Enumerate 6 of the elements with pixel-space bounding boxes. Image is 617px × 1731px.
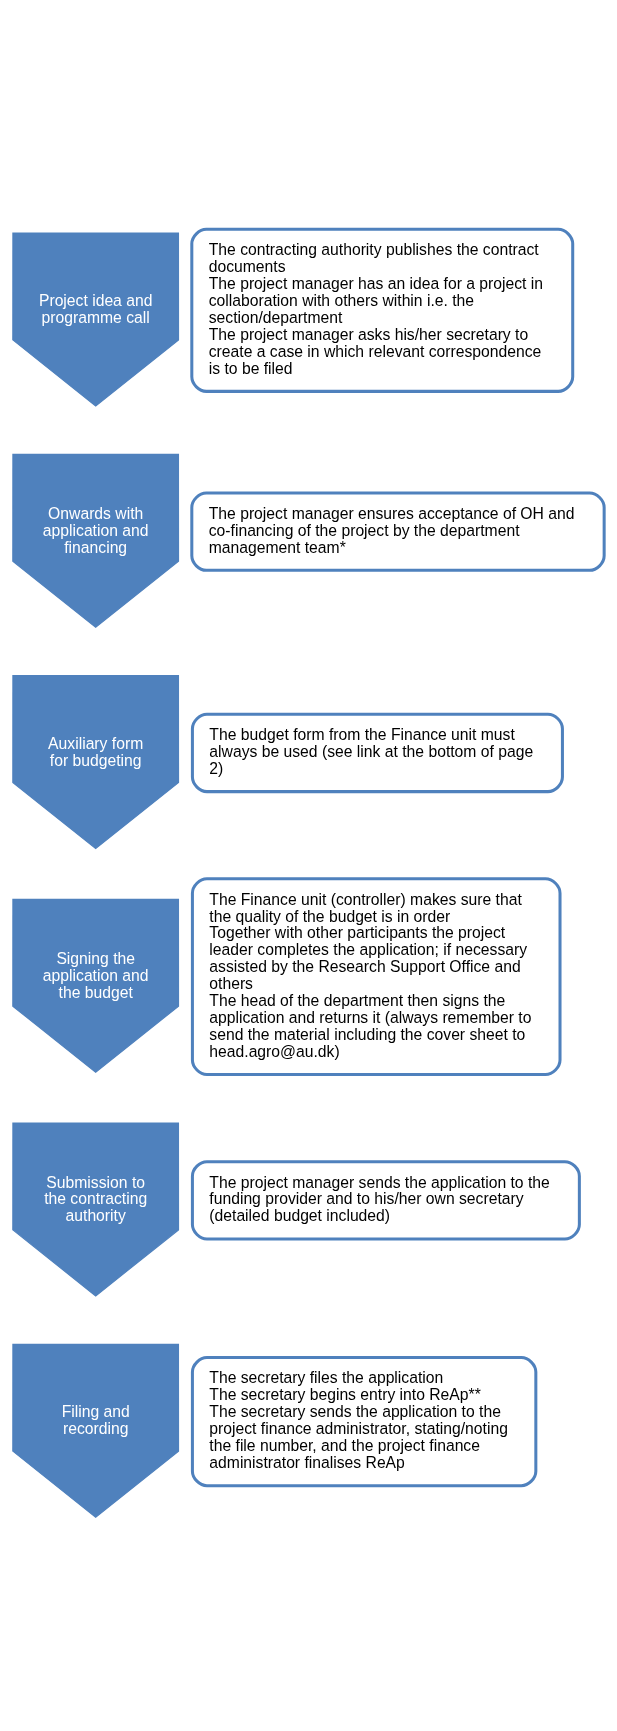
node-box: The Finance unit (controller) makes sure that the quality of the budget is in order Together with other participants the project leader completes the application; if necessary assisted by the Research Support Office and others The head of the department then signs the application and returns it (always remember to send the material including the cover sheet to head.agro@au.dk) bbox=[190, 876, 562, 1076]
node-box: The project manager sends the application to the funding provider and to his/her own secretary (detailed budget included) bbox=[190, 1159, 581, 1241]
node-box: The contracting authority publishes the contract documents The project manager has an idea for a project in collaboration with others within i.e. the section/department The project manager asks his/her secretary to create a case in which relevant correspondence is to be filed bbox=[190, 227, 575, 393]
node-box: The budget form from the Finance unit must always be used (see link at the bottom of page 2) bbox=[190, 712, 564, 793]
node-box: The secretary files the application The secretary begins entry into ReAp** The secretary sends the application to the project finance administrator, stating/noting the file number, and the project finance administrator finalises ReAp bbox=[190, 1355, 538, 1487]
node-box: The project manager ensures acceptance of OH and co-financing of the project by the department management team* bbox=[190, 490, 606, 572]
